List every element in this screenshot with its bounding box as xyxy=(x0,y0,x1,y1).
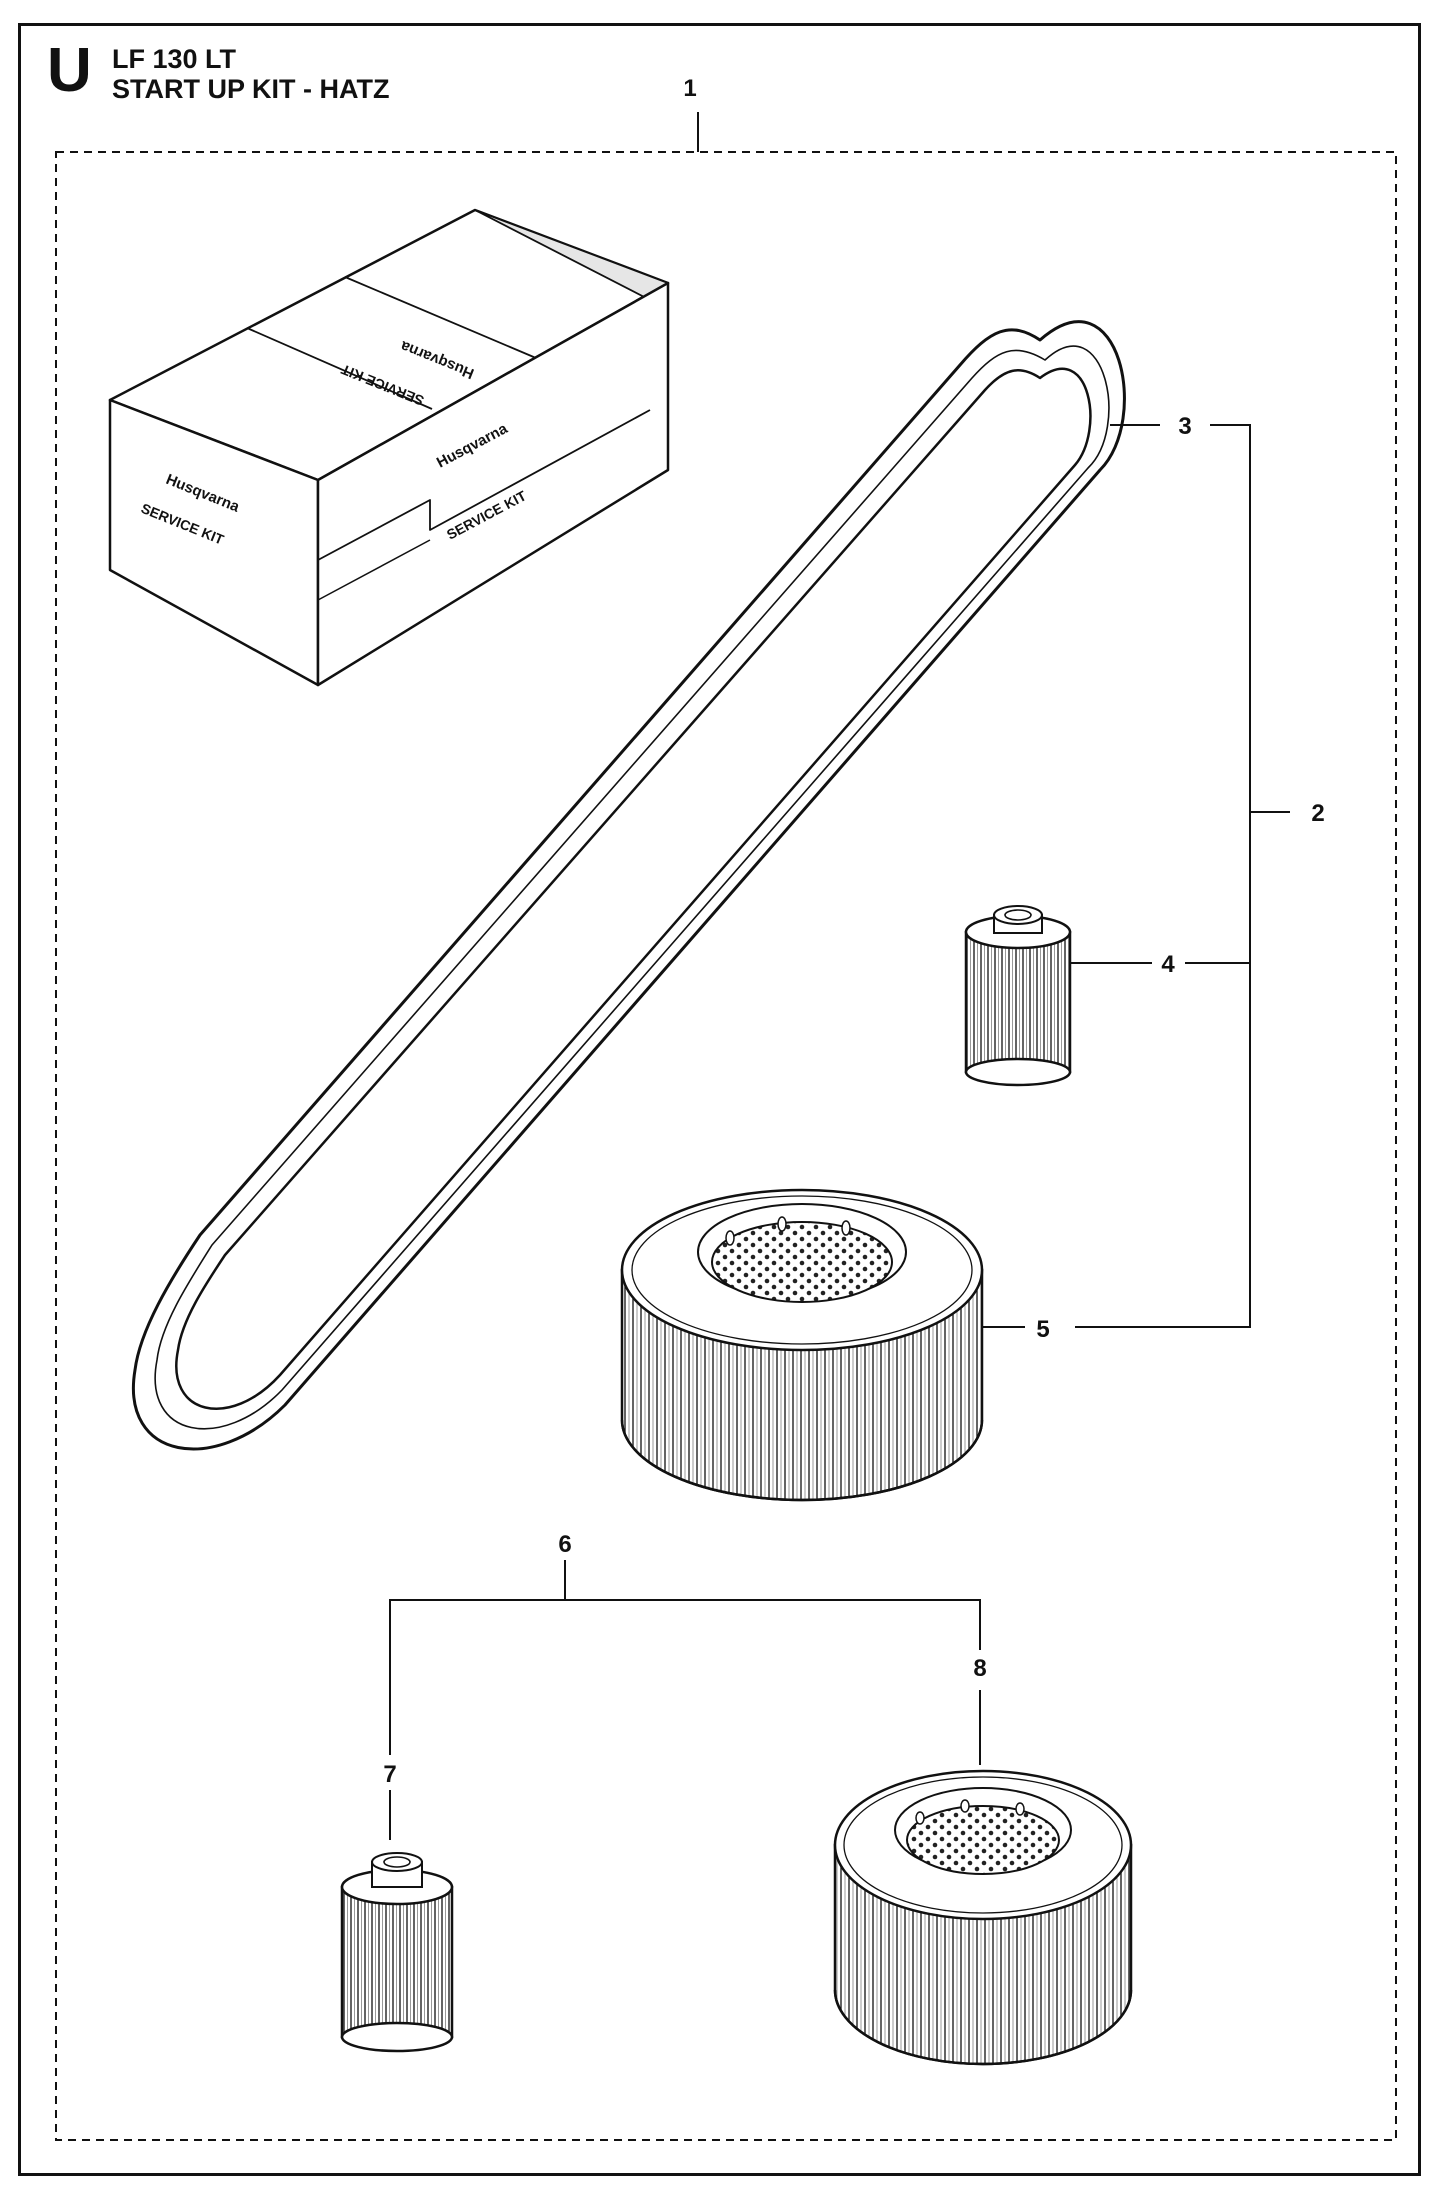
fuel-filter-icon xyxy=(340,1852,454,2053)
air-filter-icon xyxy=(620,1188,984,1502)
outer-frame xyxy=(18,23,1421,2176)
callout-4: 4 xyxy=(1161,951,1175,978)
callout-2: 2 xyxy=(1311,800,1324,827)
callout-7: 7 xyxy=(383,1761,396,1788)
leader-group-2 xyxy=(982,424,1290,1328)
section-letter: U xyxy=(47,36,92,105)
model-name: LF 130 LT xyxy=(112,44,237,74)
leader-group-6 xyxy=(389,1560,981,1840)
fuel-filter-icon xyxy=(964,905,1072,1087)
v-belt-icon xyxy=(131,320,1126,1451)
callout-5: 5 xyxy=(1036,1316,1049,1343)
diagram-title: START UP KIT - HATZ xyxy=(112,74,390,104)
callout-6: 6 xyxy=(558,1531,571,1558)
service-kit-box-icon xyxy=(108,208,670,687)
callout-1: 1 xyxy=(683,75,696,102)
kit-boundary xyxy=(55,151,1397,2141)
air-filter-icon xyxy=(833,1769,1133,2066)
callout-3: 3 xyxy=(1178,413,1191,440)
callout-8: 8 xyxy=(973,1655,986,1682)
